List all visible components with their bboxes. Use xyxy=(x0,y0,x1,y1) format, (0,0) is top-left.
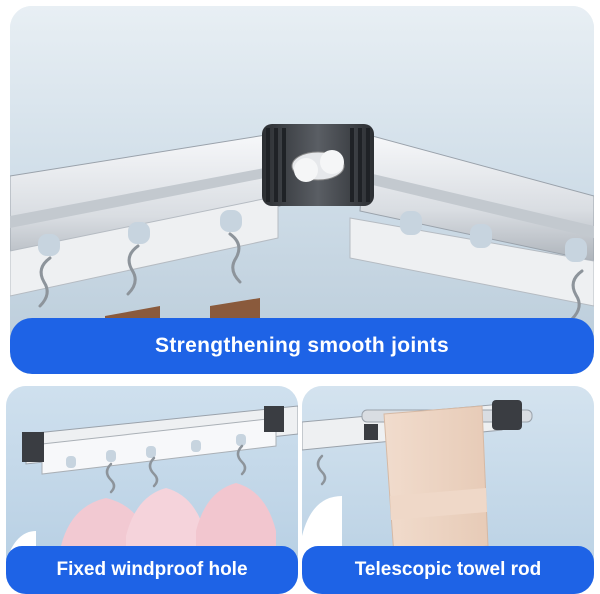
towel-rod-panel: Telescopic towel rod xyxy=(302,386,594,594)
caption-towel-rod: Telescopic towel rod xyxy=(302,546,594,594)
windproof-hole-panel: Fixed windproof hole xyxy=(6,386,298,594)
joint-photo xyxy=(10,6,594,374)
caption-windproof-hole: Fixed windproof hole xyxy=(6,546,298,594)
joint-photo-panel: Strengthening smooth joints xyxy=(10,6,594,374)
caption-strengthening-joints: Strengthening smooth joints xyxy=(10,318,594,374)
